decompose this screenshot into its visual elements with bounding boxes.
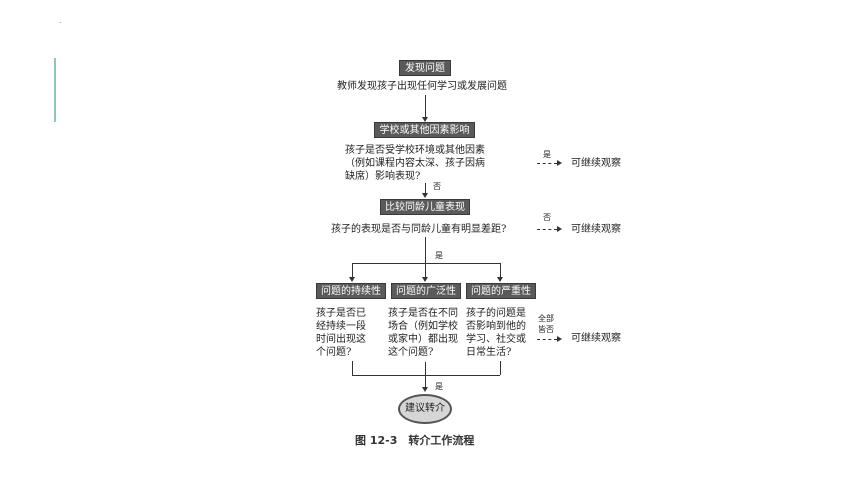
final-yes-label: 是 — [435, 382, 443, 391]
connector-1 — [425, 95, 426, 117]
criteria-header-persistence: 问题的持续性 — [316, 283, 386, 299]
compare-yes-label: 是 — [435, 251, 443, 260]
referral-oval: 建议转介 — [398, 394, 452, 424]
criteria-pervasiveness-line-2: 场合（例如学校 — [388, 321, 458, 332]
branch-arrow-left — [349, 277, 355, 282]
compare-no-arrow — [557, 226, 562, 232]
criteria-no-arrow — [557, 336, 562, 342]
criteria-persistence-line-2: 经持续一段 — [316, 321, 366, 332]
branch-left — [352, 263, 353, 277]
left-accent-line — [54, 58, 56, 122]
criteria-no-dash — [537, 339, 557, 340]
referral-label: 建议转介 — [405, 403, 445, 414]
discover-text: 教师发现孩子出现任何学习或发展问题 — [337, 81, 507, 92]
merge-right — [500, 361, 501, 375]
merge-down — [425, 362, 426, 387]
criteria-severity-line-1: 孩子的问题是 — [466, 308, 526, 319]
compare-text: 孩子的表现是否与同龄儿童有明显差距? — [331, 224, 507, 235]
criteria-pervasiveness-line-3: 或家中）都出现 — [388, 334, 458, 345]
criteria-severity-line-2: 否影响到他的 — [466, 321, 526, 332]
criteria-persistence-line-4: 个问题? — [316, 347, 352, 358]
discover-header: 发现问题 — [399, 60, 451, 76]
school-header: 学校或其他因素影响 — [374, 122, 475, 138]
school-line-1: 孩子是否受学校环境或其他因素 — [345, 145, 485, 156]
corner-dot: . — [59, 16, 62, 25]
school-yes-label: 是 — [543, 150, 551, 159]
criteria-no-label-1: 全部 — [538, 314, 554, 323]
branch-line — [352, 263, 500, 264]
branch-mid — [425, 263, 426, 277]
criteria-persistence-line-3: 时间出现这 — [316, 334, 366, 345]
figure-caption: 图 12-3 转介工作流程 — [355, 434, 475, 447]
connector-3 — [425, 237, 426, 263]
criteria-header-pervasiveness: 问题的广泛性 — [391, 283, 461, 299]
school-yes-arrow — [557, 160, 562, 166]
final-arrow — [422, 387, 428, 392]
school-no-label: 否 — [433, 182, 441, 191]
merge-line — [352, 375, 500, 376]
school-line-2: （例如课程内容太深、孩子因病 — [345, 158, 485, 169]
criteria-persistence-line-1: 孩子是否已 — [316, 308, 366, 319]
criteria-header-severity: 问题的严重性 — [466, 283, 536, 299]
arrow-1 — [422, 117, 428, 122]
branch-right — [500, 263, 501, 277]
criteria-severity-line-3: 学习、社交或 — [466, 334, 526, 345]
compare-header: 比较同龄儿童表现 — [380, 199, 470, 215]
merge-left — [352, 361, 353, 375]
criteria-pervasiveness-line-1: 孩子是否在不同 — [388, 308, 458, 319]
compare-no-label: 否 — [543, 213, 551, 222]
connector-2 — [425, 183, 426, 194]
arrow-2 — [422, 193, 428, 198]
school-yes-dash — [537, 163, 557, 164]
criteria-no-outcome: 可继续观察 — [571, 333, 621, 344]
criteria-no-label-2: 皆否 — [538, 325, 554, 334]
criteria-pervasiveness-line-4: 这个问题? — [388, 347, 434, 358]
compare-outcome: 可继续观察 — [571, 224, 621, 235]
criteria-severity-line-4: 日常生活? — [466, 347, 512, 358]
branch-arrow-mid — [422, 277, 428, 282]
compare-no-dash — [537, 229, 557, 230]
school-line-3: 缺席）影响表现? — [345, 171, 421, 182]
school-outcome: 可继续观察 — [571, 158, 621, 169]
branch-arrow-right — [497, 277, 503, 282]
